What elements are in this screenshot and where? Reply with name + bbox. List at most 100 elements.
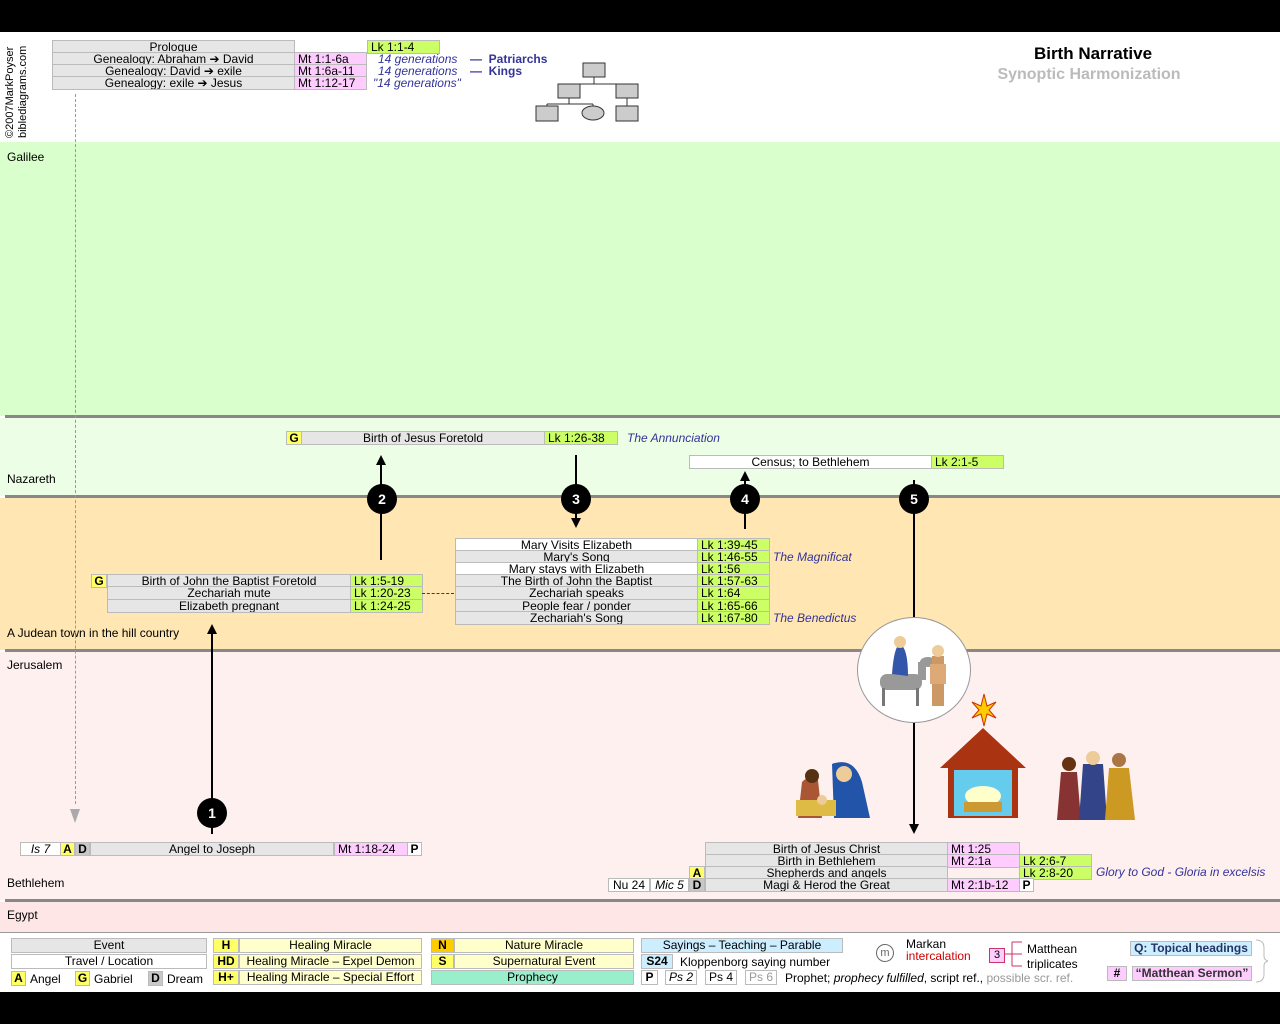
donkey-icon bbox=[880, 636, 946, 706]
prophet-tag: P bbox=[407, 842, 422, 856]
location-bethlehem: Bethlehem bbox=[7, 876, 65, 890]
legend-travel: Travel / Location bbox=[11, 954, 207, 969]
legend-matthean: Matthean bbox=[1027, 942, 1078, 956]
annunciation-ref: Lk 1:26-38 bbox=[544, 431, 618, 445]
dream-tag: D bbox=[75, 842, 90, 856]
legend-ps2: Ps 2 bbox=[665, 970, 697, 985]
legend-intercalation: intercalation bbox=[906, 949, 971, 963]
journey-illustration bbox=[857, 617, 971, 723]
legend-gabriel: Gabriel bbox=[94, 972, 133, 986]
location-jerusalem: Jerusalem bbox=[7, 658, 63, 672]
census-event: Census; to Bethlehem bbox=[689, 455, 932, 469]
visit-event-6: People fear / ponder bbox=[455, 599, 698, 613]
birth-event-2: Birth in Bethlehem bbox=[705, 854, 948, 868]
magi-prophecy-ref-1: Nu 24 bbox=[608, 878, 650, 892]
gloria-note: Glory to God - Gloria in excelsis bbox=[1096, 865, 1266, 879]
legend-n: Nature Miracle bbox=[454, 938, 634, 953]
john-foretold-event: Birth of John the Baptist Foretold bbox=[107, 574, 351, 588]
dream-tag: D bbox=[689, 878, 705, 892]
census-ref: Lk 2:1-5 bbox=[931, 455, 1004, 469]
patriarchs-label: — Patriarchs bbox=[470, 52, 548, 66]
legend-hp-tag: H+ bbox=[213, 970, 239, 985]
separator bbox=[5, 415, 1280, 418]
genealogy-note-1: 14 generations bbox=[378, 52, 458, 66]
matthean-triplicate-badge: 3 bbox=[989, 948, 1005, 963]
page-subtitle: Synoptic Harmonization bbox=[997, 66, 1181, 83]
annunciation-note: The Annunciation bbox=[627, 431, 720, 445]
magi-prophecy-ref-2: Mic 5 bbox=[650, 878, 689, 892]
triplicate-bracket-icon bbox=[1004, 941, 1022, 967]
magnificat-note: The Magnificat bbox=[773, 550, 852, 564]
legend-dream: Dream bbox=[167, 972, 204, 986]
travel-line-1 bbox=[211, 634, 213, 834]
separator bbox=[5, 495, 1280, 498]
separator bbox=[5, 649, 1280, 652]
birth-mt-ref-2: Mt 2:1a bbox=[947, 854, 1020, 868]
genealogy-arrow bbox=[70, 809, 80, 823]
benedictus-note: The Benedictus bbox=[773, 611, 857, 625]
genealogy-dashed-line bbox=[75, 94, 76, 804]
diagram-page: ©2007MarkPoyser biblediagrams.com Birth … bbox=[0, 32, 1280, 992]
copyright-text: ©2007MarkPoyser bbox=[4, 46, 16, 138]
page-title: Birth Narrative bbox=[1033, 44, 1153, 63]
legend-s-tag: S bbox=[431, 954, 454, 969]
legend-p-tag: P bbox=[641, 970, 658, 985]
separator bbox=[5, 899, 1280, 902]
kings-label: — Kings bbox=[470, 64, 523, 78]
stable-icon bbox=[940, 693, 1026, 818]
travel-marker-5: 5 bbox=[899, 484, 929, 514]
genealogy-ref-3: Mt 1:12-17 bbox=[294, 76, 367, 90]
legend-h-tag: H bbox=[213, 938, 239, 953]
travel-marker-1: 1 bbox=[197, 798, 227, 828]
annunciation-event: Birth of Jesus Foretold bbox=[301, 431, 545, 445]
visit-event-7: Zechariah's Song bbox=[455, 611, 698, 625]
visit-ref-2: Lk 1:46-55 bbox=[697, 550, 770, 564]
legend-q-headings: Q: Topical headings bbox=[1130, 941, 1252, 956]
travel-marker-4: 4 bbox=[730, 484, 760, 514]
legend-angel-tag: A bbox=[11, 971, 26, 986]
travel-arrow-1 bbox=[207, 624, 217, 634]
legend-ps4: Ps 4 bbox=[705, 970, 737, 985]
genealogy-row-1: Genealogy: Abraham ➔ David bbox=[52, 52, 295, 66]
location-galilee: Galilee bbox=[7, 150, 45, 164]
legend-gabriel-tag: G bbox=[75, 971, 90, 986]
travel-marker-3: 3 bbox=[561, 484, 591, 514]
birth-mt-ref-4: Mt 2:1b-12 bbox=[947, 878, 1020, 892]
travel-arrow-5 bbox=[909, 824, 919, 834]
angel-tag: A bbox=[60, 842, 75, 856]
legend-ps6: Ps 6 bbox=[745, 970, 777, 985]
legend-s: Supernatural Event bbox=[454, 954, 634, 969]
location-egypt: Egypt bbox=[7, 908, 38, 922]
location-nazareth: Nazareth bbox=[7, 472, 56, 486]
travel-arrow-2 bbox=[376, 455, 386, 465]
location-judea: A Judean town in the hill country bbox=[7, 626, 180, 640]
legend-n-tag: N bbox=[431, 938, 454, 953]
site-text: biblediagrams.com bbox=[17, 45, 29, 138]
family-tree-icon bbox=[535, 62, 639, 122]
legend-markan: Markan bbox=[906, 937, 947, 951]
legend-s24-tag: S24 bbox=[641, 954, 673, 969]
legend-angel: Angel bbox=[30, 972, 61, 986]
prophet-tag: P bbox=[1019, 878, 1034, 892]
legend-dream-tag: D bbox=[148, 971, 163, 986]
holy-family-icon bbox=[796, 762, 870, 818]
travel-marker-2: 2 bbox=[367, 484, 397, 514]
genealogy-note-3: "14 generations" bbox=[373, 76, 461, 90]
joseph-prophecy-ref: Is 7 bbox=[20, 842, 61, 856]
travel-arrow-4 bbox=[740, 471, 750, 481]
visit-ref-5: Lk 1:64 bbox=[697, 586, 770, 600]
birth-event-4: Magi & Herod the Great bbox=[705, 878, 948, 892]
elizabeth-pregnant-event: Elizabeth pregnant bbox=[107, 599, 351, 613]
gabriel-tag: G bbox=[286, 431, 302, 445]
band-egypt bbox=[0, 902, 1280, 932]
legend-prophecy: Prophecy bbox=[431, 970, 634, 985]
genealogy-row-3: Genealogy: exile ➔ Jesus bbox=[52, 76, 295, 90]
legend-sayings: Sayings – Teaching – Parable bbox=[641, 938, 843, 953]
genealogy-ref-2: Mt 1:6a-11 bbox=[294, 64, 367, 78]
legend-hp: Healing Miracle – Special Effort bbox=[239, 970, 422, 985]
legend-s24: Kloppenborg saying number bbox=[680, 955, 831, 969]
legend-matthean-sermon: “Matthean Sermon” bbox=[1132, 966, 1252, 981]
prologue-ref: Lk 1:1-4 bbox=[367, 40, 440, 54]
angel-to-joseph-event: Angel to Joseph bbox=[90, 842, 334, 856]
zechariah-mute-ref: Lk 1:20-23 bbox=[350, 586, 423, 600]
